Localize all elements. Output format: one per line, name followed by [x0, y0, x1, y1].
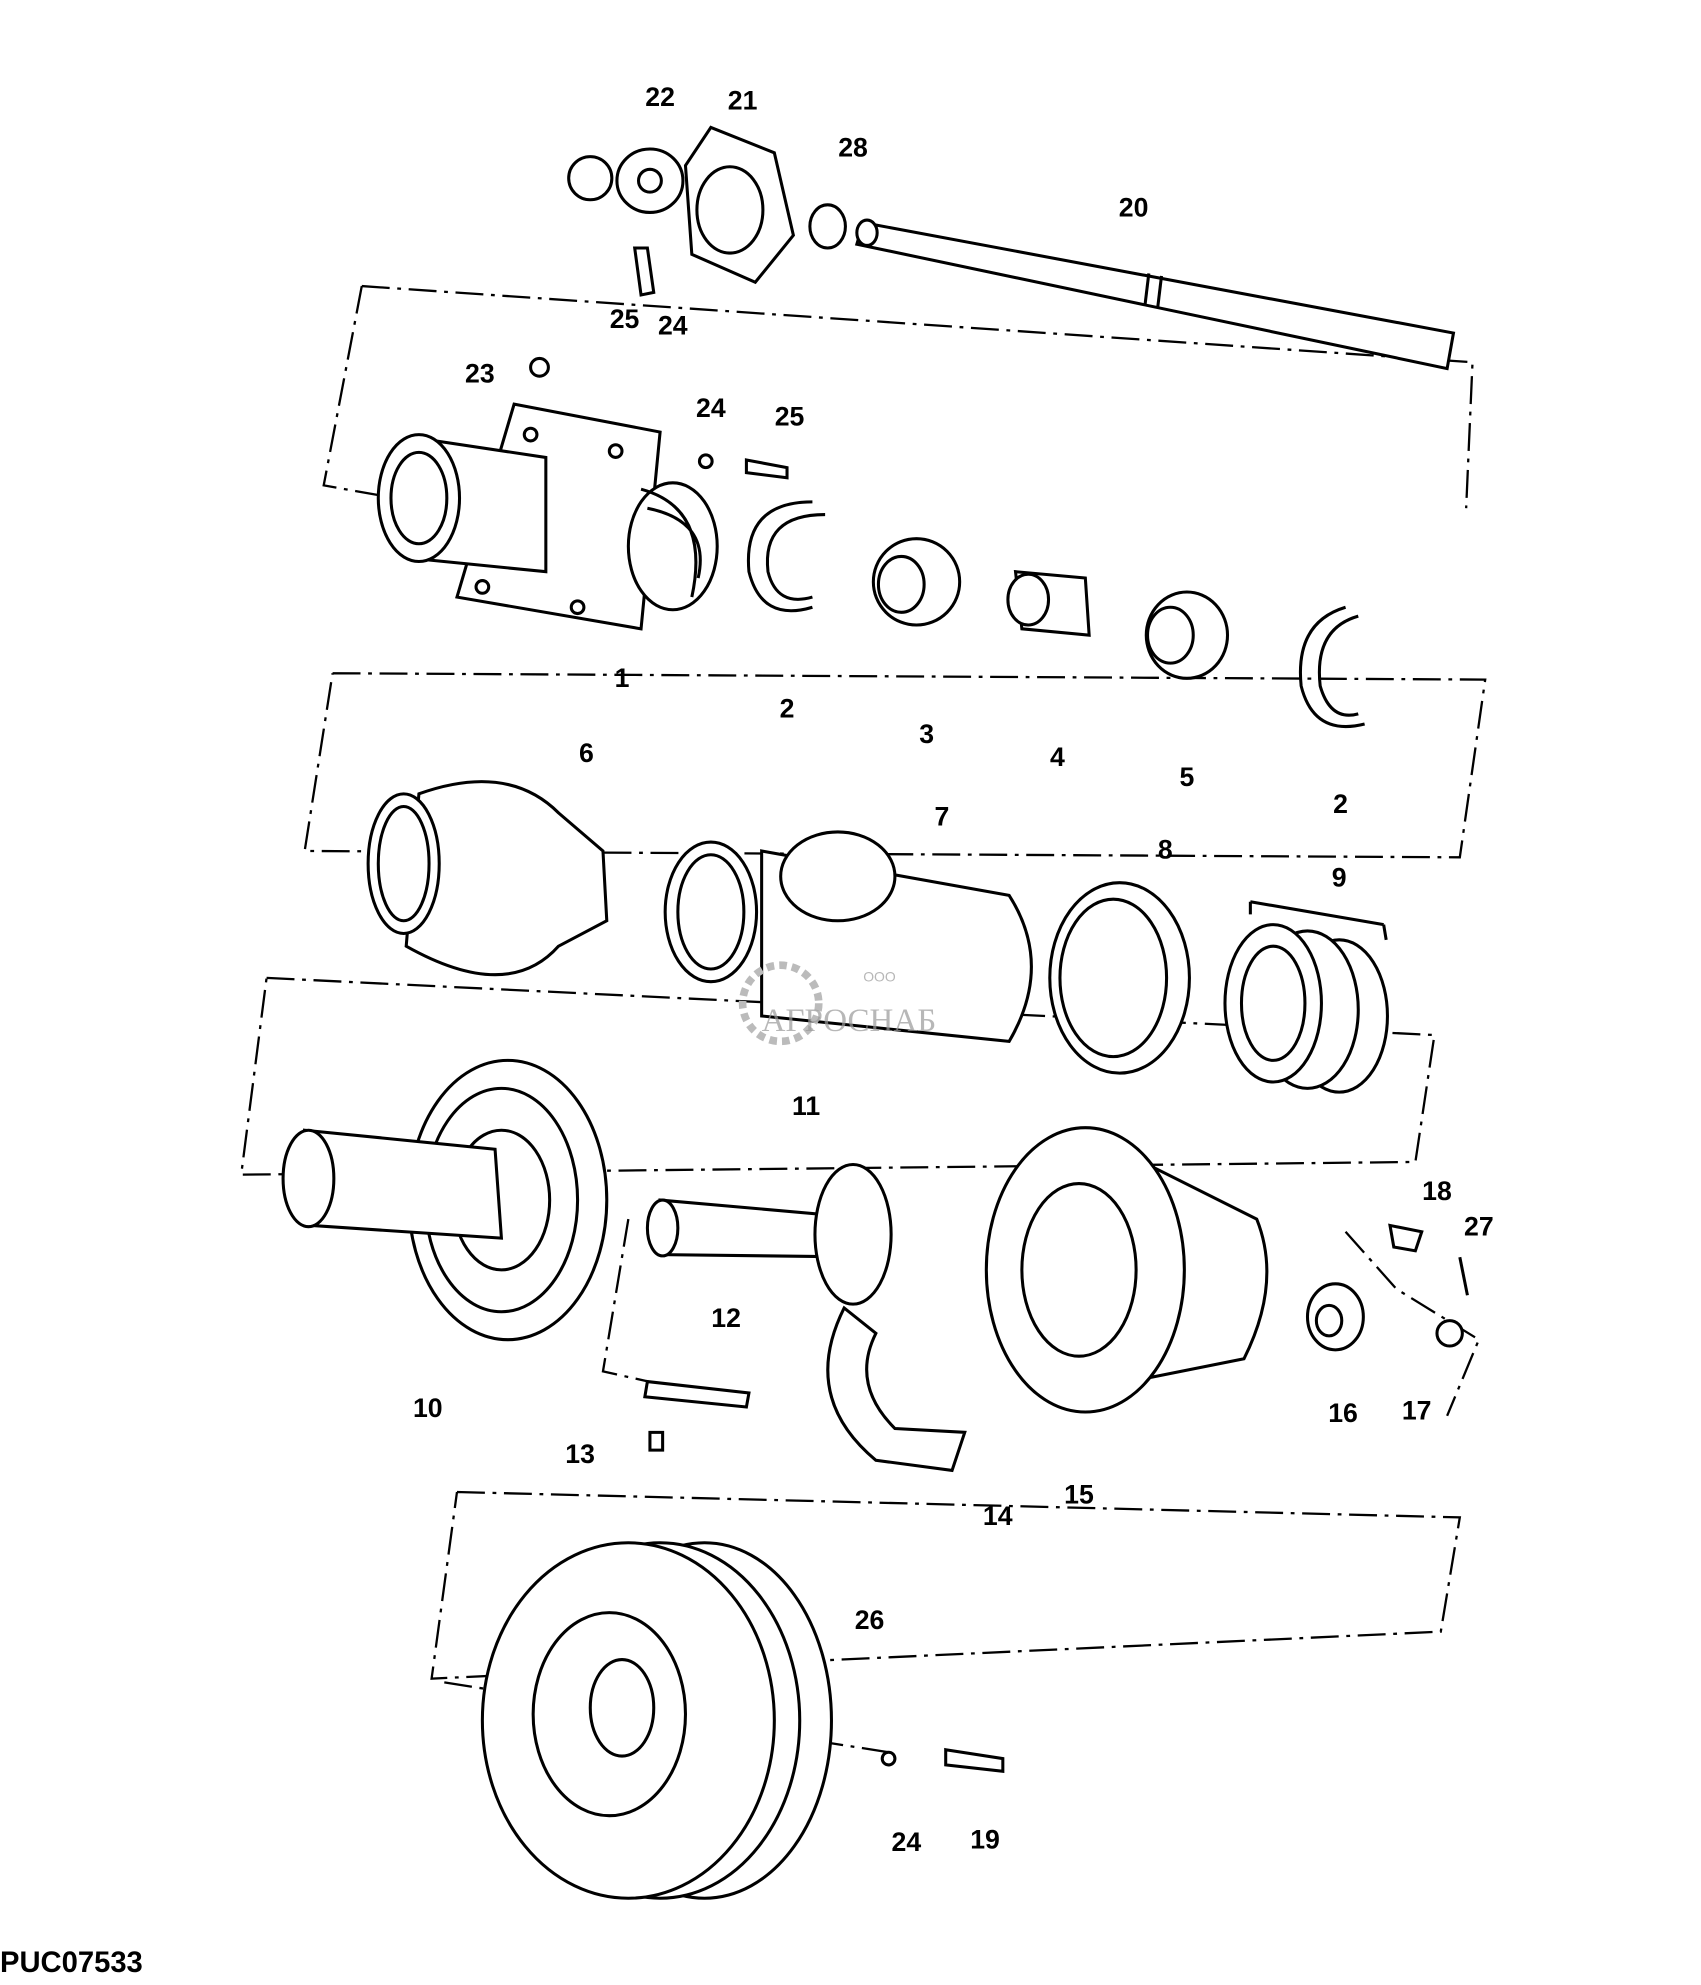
callout: 11	[792, 1091, 820, 1121]
callout: 12	[711, 1303, 741, 1333]
callout: 26	[855, 1605, 885, 1635]
part-housing-1	[376, 356, 789, 631]
callout: 15	[1064, 1479, 1094, 1509]
callout: 25	[775, 402, 805, 432]
callout: 5	[1179, 762, 1194, 792]
part-pulley-26	[480, 1541, 1005, 1900]
callout: 9	[1332, 863, 1347, 893]
callout: 25	[610, 304, 640, 334]
part-bearing-housing-21	[567, 125, 1456, 371]
callout: 8	[1158, 835, 1173, 865]
callout: 7	[934, 802, 949, 832]
callout: 2	[780, 694, 795, 724]
callout: 24	[658, 310, 688, 340]
watermark-logo: ООО АГРОСНАБ	[738, 961, 937, 1046]
callout: 21	[728, 86, 758, 116]
callout: 14	[983, 1501, 1013, 1531]
callout: 19	[970, 1825, 1000, 1855]
callout: 13	[565, 1439, 595, 1469]
callout: 17	[1402, 1396, 1432, 1426]
parts-2-to-5	[746, 500, 1365, 729]
callout: 24	[696, 393, 726, 423]
callout: 2	[1333, 789, 1348, 819]
parts-6-to-9	[366, 780, 1389, 1094]
callout: 22	[645, 82, 675, 112]
callout-labels: 22 21 28 20 25 24 23 24 25 1 2 3 4 5 2 6…	[413, 82, 1494, 1857]
callout: 28	[838, 133, 868, 163]
callout: 1	[615, 663, 630, 693]
callout: 4	[1050, 742, 1065, 772]
callout: 3	[919, 719, 934, 749]
watermark-name: АГРОСНАБ	[762, 1003, 937, 1039]
parts-10-to-17	[281, 1058, 1469, 1473]
callout: 27	[1464, 1212, 1494, 1242]
callout: 20	[1119, 192, 1149, 222]
callout: 10	[413, 1393, 443, 1423]
callout: 6	[579, 738, 594, 768]
callout: 18	[1422, 1176, 1452, 1206]
callout: 23	[465, 359, 495, 389]
watermark-prefix: ООО	[863, 969, 896, 985]
figure-code: PUC07533	[0, 1947, 143, 1979]
callout: 24	[892, 1827, 922, 1857]
callout: 16	[1328, 1398, 1358, 1428]
